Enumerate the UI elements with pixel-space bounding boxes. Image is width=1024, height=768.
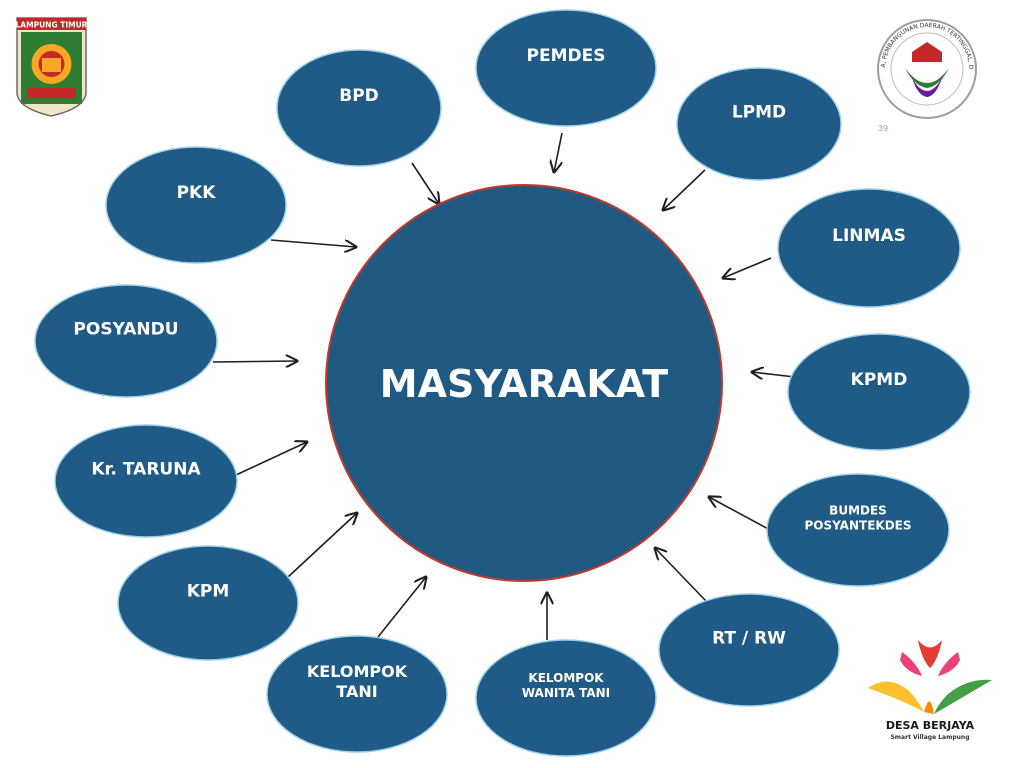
node-bumdes-label-0: BUMDES (829, 503, 887, 517)
node-pemdes-shape (475, 9, 657, 127)
node-kelompok-tani-label-0: KELOMPOK (307, 662, 408, 681)
node-rt-rw-label-0: RT / RW (712, 629, 786, 649)
node-linmas-shape (777, 188, 961, 308)
node-linmas: LINMAS (777, 188, 961, 308)
desa-berjaya-logo: DESA BERJAYA Smart Village Lampung (868, 640, 992, 741)
node-kelompok-wanita-tani-label-1: WANITA TANI (522, 686, 610, 700)
node-kpmd-label-0: KPMD (851, 370, 908, 390)
node-linmas-label-0: LINMAS (832, 226, 906, 246)
node-posyandu-label-0: POSYANDU (73, 320, 178, 340)
node-kpm-shape (117, 545, 299, 661)
node-kr-taruna: Kr. TARUNA (54, 424, 238, 538)
arrow-kpm-to-center (287, 513, 357, 578)
node-kr-taruna-label-0: Kr. TARUNA (91, 460, 201, 480)
brand-name: DESA BERJAYA (886, 719, 975, 732)
node-rt-rw: RT / RW (658, 593, 840, 707)
node-bumdes-shape (766, 473, 950, 587)
lampung-timur-logo: LAMPUNG TIMUR (16, 17, 88, 117)
arrow-kr-taruna-to-center (235, 442, 307, 476)
node-posyandu-shape (34, 284, 218, 398)
node-pemdes: PEMDES (475, 9, 657, 127)
arrow-kelompok-tani-to-center (377, 577, 426, 638)
arrow-rt-rw-to-center (655, 548, 707, 602)
page-number: 39 (878, 124, 888, 133)
node-kelompok-tani-shape (266, 635, 448, 753)
node-pkk: PKK (105, 146, 287, 264)
node-kpmd-shape (787, 333, 971, 451)
node-bpd-label-0: BPD (339, 86, 379, 106)
arrow-lpmd-to-center (663, 169, 706, 210)
arrow-bumdes-to-center (709, 497, 773, 532)
node-kpm: KPM (117, 545, 299, 661)
node-pkk-label-0: PKK (177, 183, 217, 203)
arrow-pkk-to-center (270, 239, 356, 247)
node-kr-taruna-shape (54, 424, 238, 538)
node-kelompok-tani-label-1: TANI (336, 682, 377, 701)
node-bpd-shape (276, 49, 442, 167)
center-node-masyarakat: MASYARAKAT (325, 184, 723, 582)
node-lpmd-shape (676, 67, 842, 181)
node-pemdes-label-0: PEMDES (527, 46, 606, 66)
node-bpd: BPD (276, 49, 442, 167)
arrow-linmas-to-center (723, 257, 772, 278)
lampung-timur-banner: LAMPUNG TIMUR (16, 21, 88, 30)
connector-arrows (212, 132, 796, 640)
satellite-nodes: PEMDES BPD LPMD PKK LINMAS POSYANDU KPMD Kr. TA… (34, 9, 971, 757)
center-label: MASYARAKAT (380, 362, 668, 406)
node-rt-rw-shape (658, 593, 840, 707)
node-kelompok-wanita-tani-label-0: KELOMPOK (528, 671, 604, 685)
node-lpmd-label-0: LPMD (732, 103, 786, 123)
node-kpm-label-0: KPM (187, 581, 230, 601)
brand-tagline: Smart Village Lampung (890, 734, 969, 741)
arrow-kpmd-to-center (752, 372, 796, 377)
node-kelompok-wanita-tani-shape (475, 639, 657, 757)
node-lpmd: LPMD (676, 67, 842, 181)
arrow-bpd-to-center (411, 162, 439, 204)
arrow-pemdes-to-center (554, 132, 563, 172)
node-bumdes-label-1: POSYANTEKDES (805, 518, 912, 532)
node-posyandu: POSYANDU (34, 284, 218, 398)
arrow-posyandu-to-center (212, 361, 297, 362)
node-kpmd: KPMD (787, 333, 971, 451)
node-pkk-shape (105, 146, 287, 264)
